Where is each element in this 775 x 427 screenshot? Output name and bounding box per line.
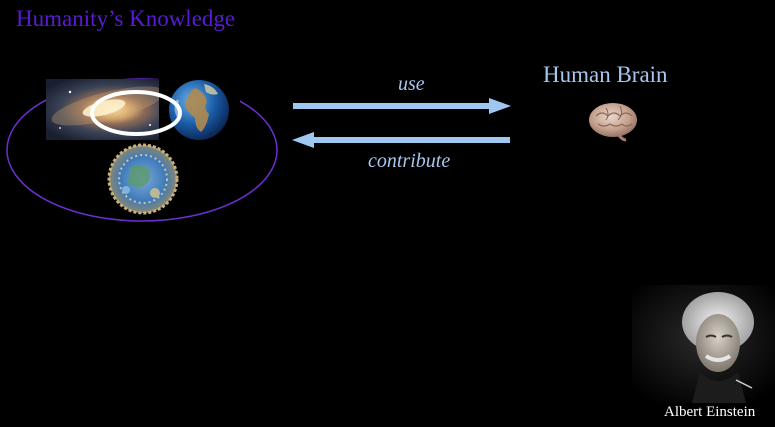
portrait-caption: Albert Einstein bbox=[664, 404, 756, 420]
use-label: use bbox=[398, 73, 425, 95]
knowledge-title: Humanity’s Knowledge bbox=[16, 6, 236, 31]
contribute-arrow bbox=[292, 132, 510, 148]
contribute-label: contribute bbox=[368, 150, 451, 172]
einstein-portrait-icon bbox=[632, 285, 775, 403]
earth-icon bbox=[159, 79, 240, 142]
brain-title: Human Brain bbox=[543, 62, 668, 87]
highlight-ring bbox=[90, 90, 182, 136]
brain-icon bbox=[589, 103, 637, 142]
use-arrow bbox=[293, 98, 511, 114]
mosaic-globe-icon bbox=[107, 143, 179, 215]
